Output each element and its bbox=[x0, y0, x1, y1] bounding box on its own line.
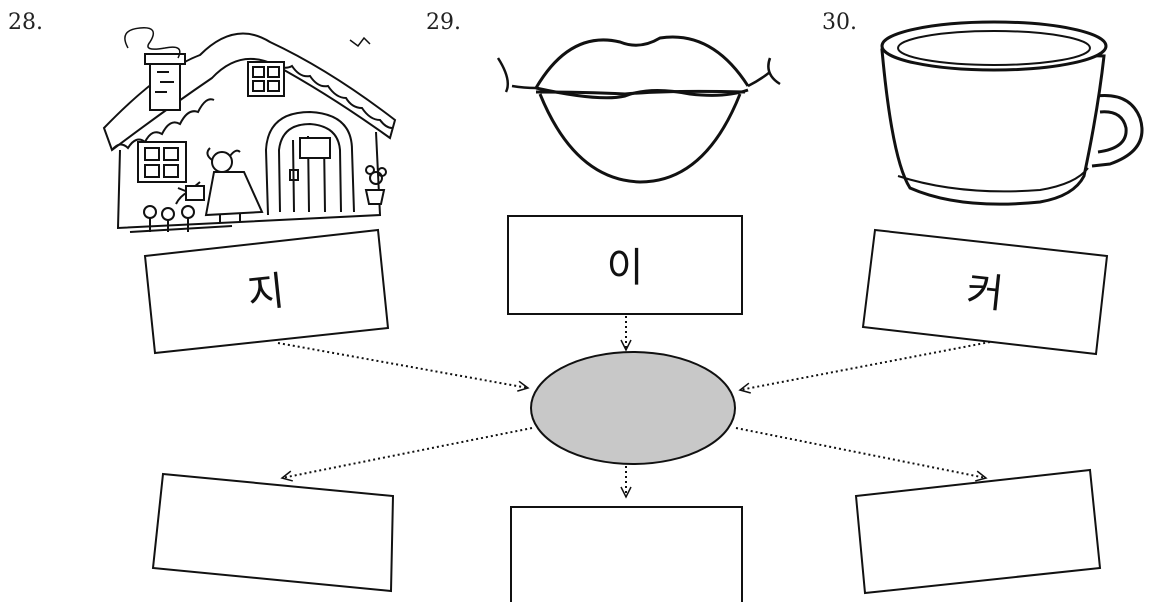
lips-icon bbox=[496, 35, 781, 184]
syllable-box-30: 커 bbox=[861, 228, 1109, 356]
arrow-center-to-left bbox=[280, 427, 533, 482]
bottom-left-answer-box[interactable] bbox=[151, 472, 395, 593]
arrow-28-to-center bbox=[277, 342, 530, 392]
syllable-box-29: 이 bbox=[507, 215, 743, 315]
cup-icon bbox=[880, 20, 1144, 206]
question-number-28: 28. bbox=[8, 10, 43, 35]
arrow-30-to-center bbox=[738, 341, 991, 394]
syllable-28-text: 지 bbox=[245, 268, 286, 318]
syllable-29-text: 이 bbox=[607, 245, 644, 291]
bottom-center-answer-box[interactable] bbox=[510, 506, 743, 602]
question-number-29: 29. bbox=[426, 10, 461, 35]
center-answer-oval[interactable] bbox=[530, 351, 736, 465]
syllable-30-text: 커 bbox=[964, 268, 1005, 318]
bottom-right-answer-box[interactable] bbox=[854, 468, 1102, 595]
question-number-30: 30. bbox=[822, 10, 857, 35]
arrow-center-to-right bbox=[735, 427, 988, 482]
syllable-box-28: 지 bbox=[143, 228, 390, 355]
house-icon bbox=[102, 27, 397, 233]
